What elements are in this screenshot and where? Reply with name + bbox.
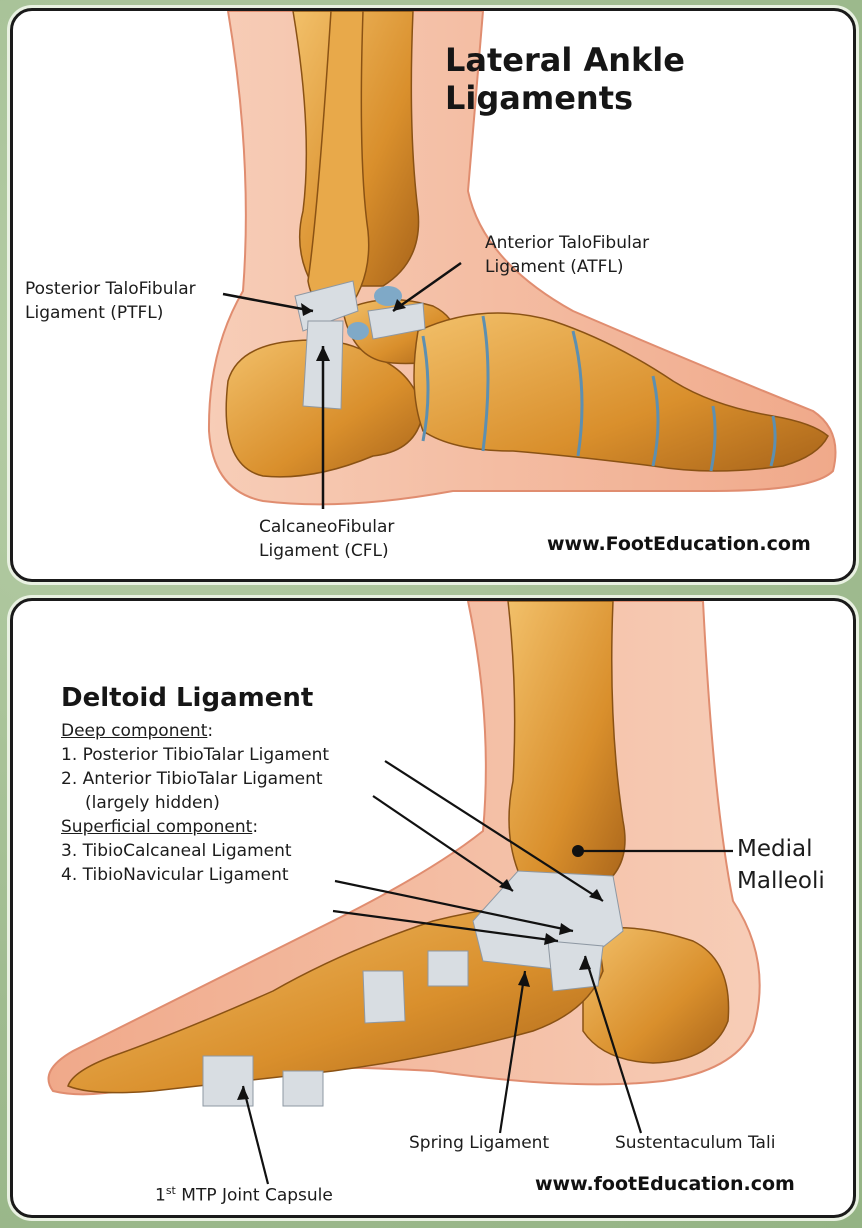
website-watermark: www.FootEducation.com — [533, 527, 825, 561]
calcaneus-bone — [582, 926, 730, 1064]
tibiocalcaneal-label: 3. TibioCalcaneal Ligament — [61, 841, 292, 861]
medial-malleoli-label: Medial Malleoli — [737, 833, 825, 897]
atfl-label: Anterior TaloFibular Ligament (ATFL) — [485, 231, 649, 279]
anterior-tibiotalar-note: (largely hidden) — [85, 793, 220, 813]
cartilage-blob — [374, 286, 402, 306]
section-title: Deltoid Ligament — [61, 683, 314, 713]
tibia-bone — [507, 601, 626, 895]
mtp-ordinal: 1 — [155, 1185, 166, 1206]
deep-heading-text: Deep component — [61, 721, 208, 741]
ligament-bands — [294, 280, 426, 410]
cartilage-blob — [347, 322, 369, 340]
deep-heading-colon: : — [207, 721, 214, 741]
cfl-label-line2: Ligament (CFL) — [259, 541, 389, 561]
arrow-head — [301, 303, 313, 316]
anterior-tibiotalar-label: 2. Anterior TibioTalar Ligament — [61, 769, 323, 789]
joint-cartilage-lines — [421, 315, 777, 472]
deltoid-ligament-panel: Deltoid Ligament Deep component: 1. Post… — [10, 598, 856, 1218]
deep-component-heading: Deep component: — [61, 719, 329, 743]
posterior-tibiotalar-label: 1. Posterior TibioTalar Ligament — [61, 745, 330, 765]
midfoot-bones — [67, 900, 604, 1094]
label-pointers — [241, 760, 733, 1185]
label-pointers — [222, 261, 462, 509]
mtp-joint-capsule-label: 1st MTP Joint Capsule — [155, 1179, 333, 1208]
ptfl-label-line2: Ligament (PTFL) — [25, 303, 164, 323]
arrow-head — [316, 346, 330, 361]
ptfl-label: Posterior TaloFibular Ligament (PTFL) — [25, 277, 196, 325]
page-title: Lateral Ankle Ligaments — [445, 41, 685, 117]
arrow-heads — [237, 879, 603, 1100]
sustentaculum-tali-label: Sustentaculum Tali — [615, 1133, 776, 1153]
spring-ligament-label: Spring Ligament — [409, 1133, 550, 1153]
mtp-label-text: MTP Joint Capsule — [175, 1185, 333, 1206]
deltoid-ligament-illustration — [47, 601, 761, 1185]
midfoot-bones — [413, 312, 829, 472]
superficial-heading-text: Superficial component — [61, 817, 253, 837]
medial-malleoli-line2: Malleoli — [737, 868, 825, 894]
cfl-label: CalcaneoFibular Ligament (CFL) — [259, 515, 394, 563]
superficial-component-heading: Superficial component: — [61, 815, 329, 839]
medial-malleoli-line1: Medial — [737, 836, 813, 862]
atfl-label-line1: Anterior TaloFibular — [485, 233, 650, 253]
tibionavicular-label: 4. TibioNavicular Ligament — [61, 865, 289, 885]
atfl-label-line2: Ligament (ATFL) — [485, 257, 624, 277]
cfl-label-line1: CalcaneoFibular — [259, 517, 395, 537]
lateral-ankle-illustration — [207, 11, 837, 509]
ptfl-label-line1: Posterior TaloFibular — [25, 279, 196, 299]
arrow-head — [393, 299, 406, 311]
website-watermark: www.footEducation.com — [521, 1167, 809, 1201]
superficial-heading-colon: : — [252, 817, 259, 837]
deltoid-components-list: Deep component: 1. Posterior TibioTalar … — [61, 719, 329, 887]
mtp-ordinal-suffix: st — [165, 1184, 176, 1197]
lateral-ankle-panel: Lateral Ankle Ligaments Posterior TaloFi… — [10, 8, 856, 582]
